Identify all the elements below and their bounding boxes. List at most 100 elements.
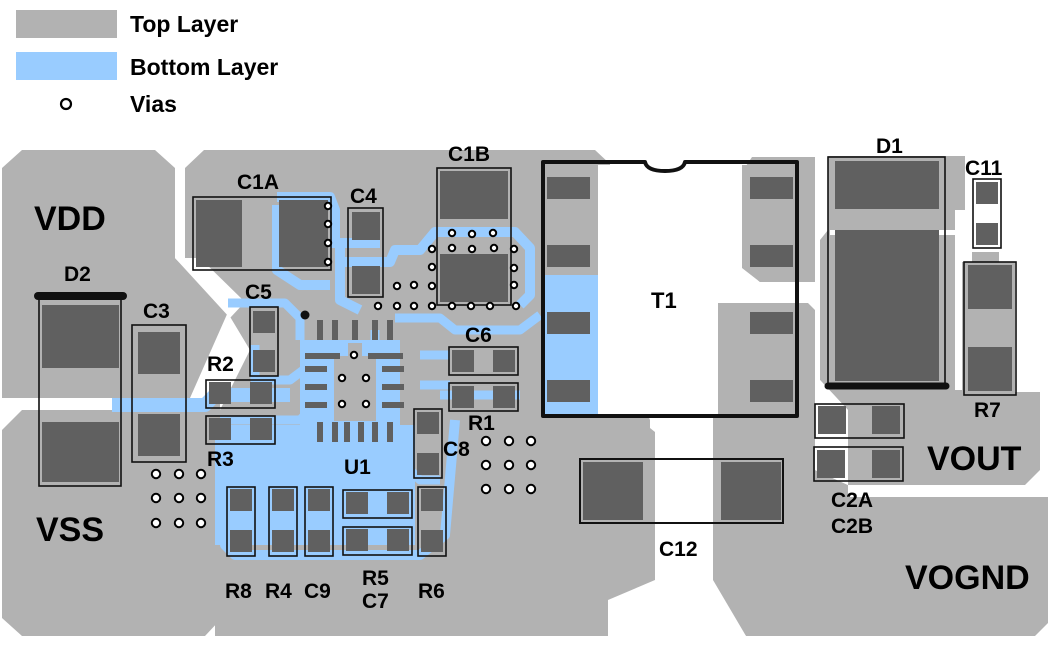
ref-r3: R3 bbox=[207, 448, 234, 471]
c11-pad-2 bbox=[976, 223, 998, 245]
legend-label-top-layer: Top Layer bbox=[130, 11, 238, 37]
c2b-pad-1 bbox=[817, 450, 845, 478]
r7-pad-2 bbox=[968, 347, 1012, 391]
c1b-pad-1 bbox=[440, 171, 508, 219]
r1-pad-2 bbox=[493, 386, 515, 408]
legend-label-bottom-layer: Bottom Layer bbox=[130, 54, 278, 80]
net-label-vdd: VDD bbox=[34, 200, 106, 238]
c1a-pad-1 bbox=[196, 200, 242, 267]
r6-pad-1 bbox=[421, 489, 443, 511]
ref-d1: D1 bbox=[876, 135, 903, 158]
c2b-pad-2 bbox=[872, 450, 900, 478]
d2-pad-1 bbox=[42, 305, 119, 368]
c11-r7-link bbox=[972, 252, 999, 264]
c7-pad-1 bbox=[346, 529, 368, 551]
c5-pad-2 bbox=[253, 350, 275, 372]
c12-pad-2 bbox=[721, 462, 781, 520]
r4-pad-2 bbox=[272, 530, 294, 552]
ref-u1: U1 bbox=[344, 456, 371, 479]
t1-pin-4 bbox=[547, 380, 590, 402]
reference-designators: D2 C3 C1A C4 C1B C5 R2 R3 C6 R1 C8 U1 R8… bbox=[64, 135, 1003, 613]
ref-r4: R4 bbox=[265, 580, 292, 603]
ref-r6: R6 bbox=[418, 580, 445, 603]
r8-outline bbox=[226, 486, 256, 557]
net-label-vognd: VOGND bbox=[905, 559, 1030, 597]
c9-pad-1 bbox=[308, 489, 330, 511]
c9-pad-2 bbox=[308, 530, 330, 552]
c4-pad-1 bbox=[352, 212, 380, 240]
t1-pin-1 bbox=[547, 177, 590, 199]
c4-outline bbox=[347, 207, 384, 298]
c8-outline bbox=[413, 408, 443, 479]
r2-pad-1 bbox=[209, 382, 231, 404]
r5-outline bbox=[342, 489, 413, 519]
c6-outline bbox=[448, 346, 519, 376]
ref-r2: R2 bbox=[207, 353, 234, 376]
u1-thermal-pad bbox=[334, 356, 376, 421]
c2a-pad-2 bbox=[872, 406, 900, 434]
c2a-pad-1 bbox=[818, 406, 846, 434]
r3-pad-2 bbox=[250, 418, 272, 440]
c12-pad-1 bbox=[583, 462, 643, 520]
net-label-vss: VSS bbox=[36, 511, 104, 549]
c1a-pad-2 bbox=[279, 200, 328, 267]
c7-outline bbox=[342, 526, 413, 556]
ref-t1: T1 bbox=[651, 288, 677, 313]
ref-r5: R5 bbox=[362, 567, 389, 590]
t1-pin-8 bbox=[750, 177, 793, 199]
ref-c11: C11 bbox=[965, 157, 1003, 180]
u1-pin1-dot-icon bbox=[300, 310, 310, 320]
c8-pad-2 bbox=[417, 453, 439, 475]
r7-outline bbox=[963, 261, 1017, 396]
c1a-outline bbox=[192, 196, 332, 271]
ref-c1a: C1A bbox=[237, 171, 279, 194]
ref-c9: C9 bbox=[304, 580, 331, 603]
ref-c2a: C2A bbox=[831, 489, 873, 512]
ref-c2b: C2B bbox=[831, 515, 873, 538]
d1-pad-1 bbox=[835, 161, 939, 209]
r2-pad-2 bbox=[250, 382, 272, 404]
r5-pad-2 bbox=[387, 492, 409, 514]
t1-pin-5 bbox=[750, 380, 793, 402]
c4-pad-2 bbox=[352, 266, 380, 294]
r1-pad-1 bbox=[452, 386, 474, 408]
c9-outline bbox=[304, 486, 334, 557]
c6-pad-2 bbox=[493, 350, 515, 372]
c2b-outline bbox=[813, 446, 904, 482]
r5-pad-1 bbox=[346, 492, 368, 514]
legend: Top Layer Bottom Layer Vias bbox=[16, 10, 278, 117]
ref-c1b: C1B bbox=[448, 143, 490, 166]
component-outlines bbox=[38, 156, 1017, 557]
c2a-outline bbox=[814, 403, 905, 439]
t1-pin-6 bbox=[750, 312, 793, 334]
legend-swatch-bottom-layer bbox=[16, 52, 117, 80]
r6-outline bbox=[417, 486, 447, 557]
r4-outline bbox=[268, 486, 298, 557]
t1-pin-3 bbox=[547, 312, 590, 334]
via-icon bbox=[59, 97, 73, 111]
r6-pad-2 bbox=[421, 530, 443, 552]
r8-pad-2 bbox=[230, 530, 252, 552]
t1-pin-2 bbox=[547, 245, 590, 267]
c11-outline bbox=[972, 178, 1002, 249]
d1-pad-2 bbox=[835, 230, 939, 381]
ref-c3: C3 bbox=[143, 300, 170, 323]
ref-c6: C6 bbox=[465, 324, 492, 347]
r8-pad-1 bbox=[230, 489, 252, 511]
t1-outline bbox=[541, 160, 799, 418]
c5-outline bbox=[249, 306, 279, 377]
r7-pad-1 bbox=[968, 265, 1012, 309]
c7-pad-2 bbox=[387, 529, 409, 551]
r4-pad-1 bbox=[272, 489, 294, 511]
legend-swatch-top-layer bbox=[16, 10, 117, 38]
ref-c7: C7 bbox=[362, 590, 389, 613]
ref-r8: R8 bbox=[225, 580, 252, 603]
t1-pin-7 bbox=[750, 245, 793, 267]
ref-d2: D2 bbox=[64, 263, 91, 286]
c3-pad-1 bbox=[138, 332, 180, 374]
pads bbox=[42, 161, 1012, 552]
ref-c4: C4 bbox=[350, 185, 377, 208]
c12-outline bbox=[579, 458, 784, 524]
ref-r7: R7 bbox=[974, 399, 1001, 422]
